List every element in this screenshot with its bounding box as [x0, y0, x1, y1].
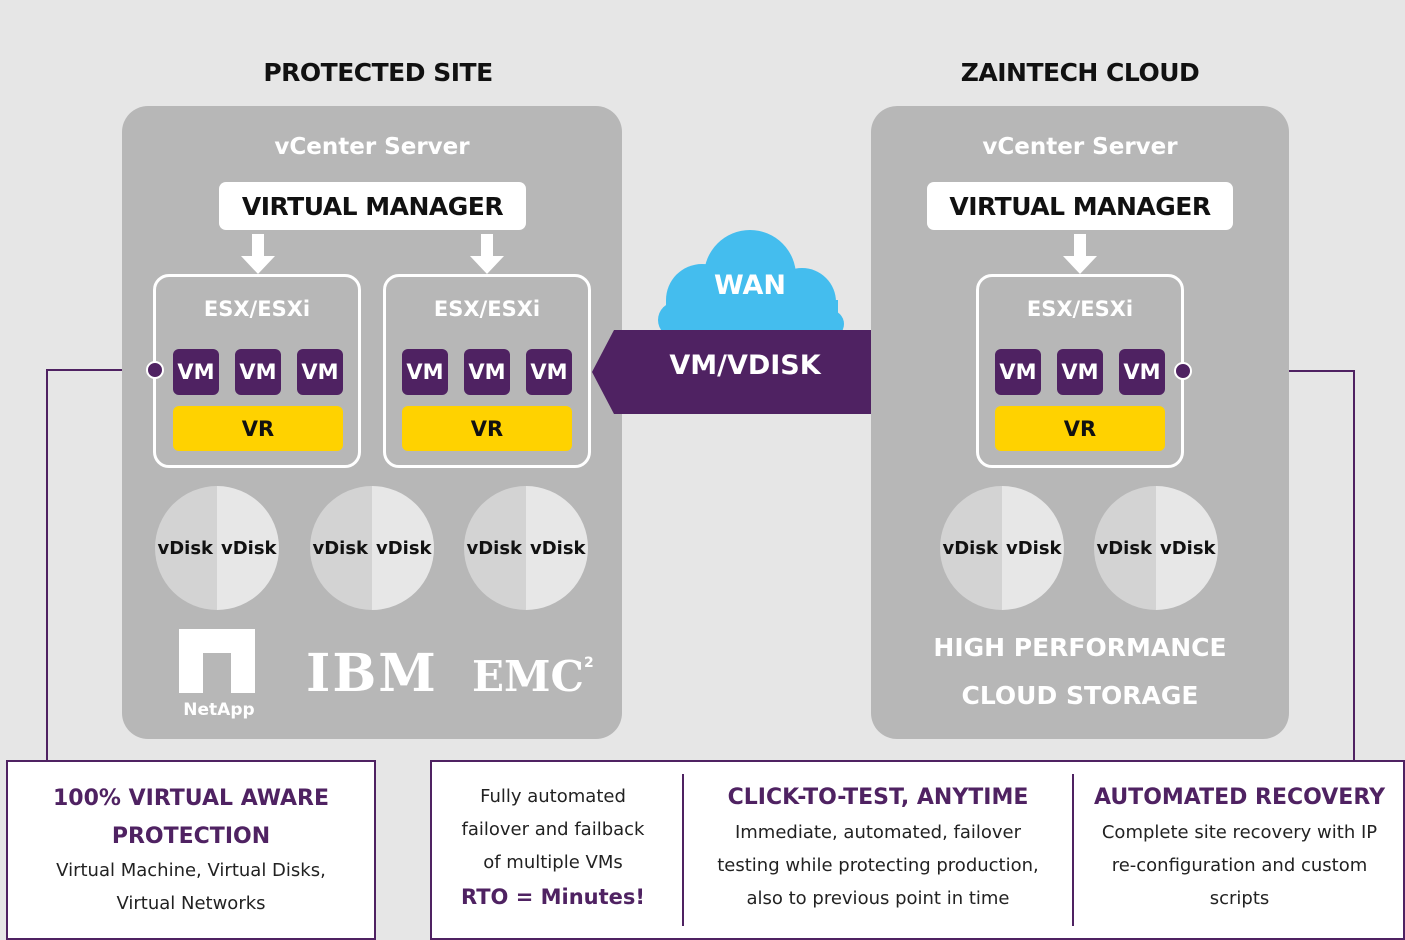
connector-dot	[146, 361, 164, 379]
text-line: Complete site recovery with IP	[1101, 822, 1378, 843]
click-to-test-text: Immediate, automated, failover testing w…	[686, 816, 1070, 915]
text-line: Virtual Machine, Virtual Disks,	[56, 860, 326, 881]
vdisk-label: vDisk	[1006, 537, 1062, 559]
vm-block: VM	[464, 349, 510, 395]
vdisk-label: vDisk	[312, 537, 368, 559]
features-box: Fully automated failover and failback of…	[430, 760, 1405, 940]
text-line: Immediate, automated, failover	[734, 822, 1022, 843]
text-line: failover and failback	[461, 819, 645, 840]
right-connector-vertical	[1353, 370, 1355, 762]
down-arrow-icon	[1063, 234, 1097, 274]
title-line: 100% VIRTUAL AWARE	[53, 786, 329, 811]
virtual-aware-title: 100% VIRTUAL AWARE PROTECTION	[8, 780, 374, 856]
emc-wordmark: EMC	[472, 652, 584, 701]
connector-dot	[1174, 362, 1192, 380]
vm-block: VM	[402, 349, 448, 395]
text-line: testing while protecting production,	[717, 855, 1039, 876]
down-arrow-icon	[241, 234, 275, 274]
vcenter-server-label: vCenter Server	[274, 134, 470, 160]
left-connector-vertical	[46, 369, 48, 762]
vm-block: VM	[1119, 349, 1165, 395]
esx-label: ESX/ESXi	[433, 297, 541, 321]
vm-block: VM	[995, 349, 1041, 395]
text-line: Virtual Networks	[116, 893, 266, 914]
left-connector-horizontal	[46, 369, 156, 371]
rto-highlight: RTO = Minutes!	[461, 885, 645, 909]
text-line: of multiple VMs	[483, 852, 623, 873]
vr-block: VR	[173, 406, 343, 451]
esx-label: ESX/ESXi	[203, 297, 311, 321]
netapp-wordmark: NetApp	[183, 700, 255, 720]
cloud-storage-line: CLOUD STORAGE	[961, 681, 1199, 710]
esx-host: ESX/ESXi VM VM VM VR	[153, 274, 361, 468]
virtual-aware-box: 100% VIRTUAL AWARE PROTECTION Virtual Ma…	[6, 760, 376, 940]
esx-host: ESX/ESXi VM VM VM VR	[976, 274, 1184, 468]
text-line: Fully automated	[480, 786, 626, 807]
column-divider	[682, 774, 684, 926]
column-divider	[1072, 774, 1074, 926]
vdisk-label: vDisk	[221, 537, 277, 559]
title-line: PROTECTION	[111, 824, 271, 849]
virtual-aware-text: Virtual Machine, Virtual Disks, Virtual …	[8, 854, 374, 920]
vr-block: VR	[995, 406, 1165, 451]
vm-block: VM	[235, 349, 281, 395]
cloud-site-panel: vCenter Server VIRTUAL MANAGER ESX/ESXi …	[871, 106, 1289, 739]
protected-site-title: PROTECTED SITE	[263, 58, 493, 87]
vdisk-label: vDisk	[530, 537, 586, 559]
vm-block: VM	[1057, 349, 1103, 395]
emc-superscript: 2	[583, 655, 594, 671]
text-line: re-configuration and custom	[1111, 855, 1368, 876]
emc-logo: EMC2	[472, 652, 594, 702]
vm-vdisk-link-label: VM/VDISK	[669, 350, 821, 381]
recovery-text: Complete site recovery with IP re-config…	[1076, 816, 1403, 915]
vm-vdisk-link-shape	[592, 330, 898, 414]
vm-block: VM	[526, 349, 572, 395]
vm-block: VM	[297, 349, 343, 395]
vdisk-label: vDisk	[1096, 537, 1152, 559]
cloud-storage-label: HIGH PERFORMANCE CLOUD STORAGE	[871, 624, 1289, 720]
vdisk-label: vDisk	[942, 537, 998, 559]
esx-label: ESX/ESXi	[1026, 297, 1134, 321]
cloud-site-title: ZAINTECH CLOUD	[960, 58, 1200, 87]
protected-site-panel: vCenter Server VIRTUAL MANAGER ESX/ESXi …	[122, 106, 622, 739]
wan-label: WAN	[713, 270, 787, 301]
failover-text: Fully automated failover and failback of…	[432, 780, 674, 915]
vdisk-label: vDisk	[157, 537, 213, 559]
netapp-logo: NetApp	[177, 629, 261, 724]
down-arrow-icon	[470, 234, 504, 274]
text-line: scripts	[1209, 888, 1270, 909]
recovery-section: AUTOMATED RECOVERY Complete site recover…	[1076, 780, 1403, 915]
vdisk-pair: vDisk vDisk	[940, 486, 1064, 610]
esx-host: ESX/ESXi VM VM VM VR	[383, 274, 591, 468]
vcenter-server-label: vCenter Server	[982, 134, 1178, 160]
vdisk-label: vDisk	[1160, 537, 1216, 559]
ibm-logo: IBM	[306, 643, 438, 704]
vdisk-pair: vDisk vDisk	[1094, 486, 1218, 610]
click-to-test-title: CLICK-TO-TEST, ANYTIME	[727, 785, 1029, 810]
click-to-test-section: CLICK-TO-TEST, ANYTIME Immediate, automa…	[686, 780, 1070, 915]
text-line: also to previous point in time	[746, 888, 1010, 909]
virtual-manager-box: VIRTUAL MANAGER	[219, 182, 526, 230]
vm-block: VM	[173, 349, 219, 395]
vdisk-label: vDisk	[466, 537, 522, 559]
virtual-manager-box: VIRTUAL MANAGER	[927, 182, 1233, 230]
cloud-storage-line: HIGH PERFORMANCE	[933, 633, 1227, 662]
vdisk-pair: vDisk vDisk	[464, 486, 588, 610]
vdisk-pair: vDisk vDisk	[310, 486, 434, 610]
vdisk-pair: vDisk vDisk	[155, 486, 279, 610]
vr-block: VR	[402, 406, 572, 451]
vdisk-label: vDisk	[376, 537, 432, 559]
netapp-icon	[179, 629, 255, 693]
recovery-title: AUTOMATED RECOVERY	[1093, 785, 1386, 810]
